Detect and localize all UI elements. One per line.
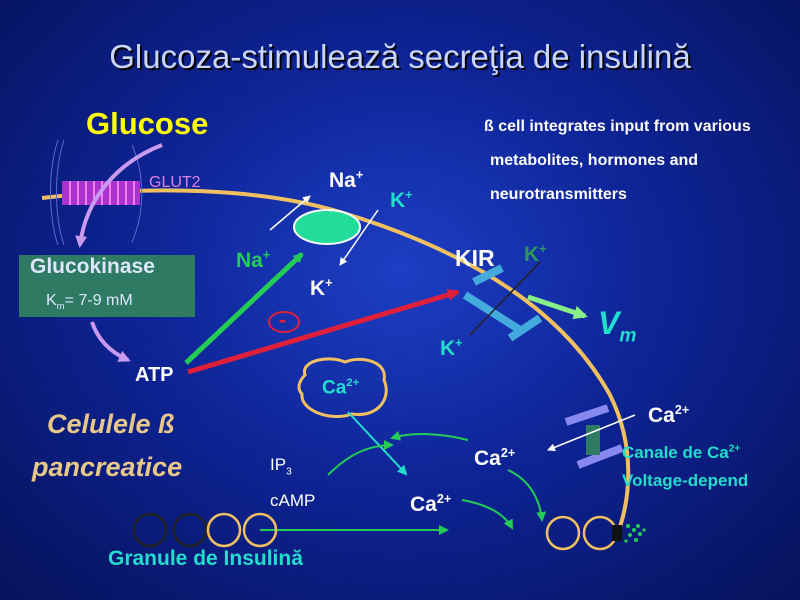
ip3-arrow [327, 440, 394, 476]
na-top-label: Na+ [329, 168, 363, 193]
ca-cytosol-arrow [390, 430, 469, 441]
kir-k-bottom-symbol: K [440, 337, 456, 360]
ca-channel-label-prefix: Canale de Ca [622, 443, 729, 462]
ca-bottom-symbol: Ca [410, 493, 437, 516]
na-efflux-arrow [269, 195, 311, 231]
insulin-granule [545, 515, 581, 551]
insulin-granule [132, 512, 168, 548]
insulin-granule [206, 512, 242, 548]
ca-channel-icon [564, 404, 624, 469]
k-influx-arrow [339, 209, 379, 266]
kir-k-bottom-charge: + [455, 336, 463, 350]
ca-channel-label-line-1: Canale de Ca2+ [622, 443, 740, 463]
ca-store-symbol: Ca [322, 377, 347, 399]
na-left-charge: + [262, 248, 271, 262]
na-k-pump-icon [293, 209, 361, 245]
glucokinase-to-atp-arrow [90, 321, 131, 362]
ca-channel-ion-symbol: Ca [648, 404, 675, 427]
ca-channel-label-charge: 2+ [728, 443, 741, 455]
k-top-label: K+ [390, 188, 413, 213]
insulin-granule [242, 512, 278, 548]
km-subscript: m [56, 301, 65, 313]
k-bottom-charge: + [325, 276, 333, 290]
ip3-label: IP3 [270, 455, 292, 477]
glut2-label: GLUT2 [149, 174, 201, 191]
description-line-2: metabolites, hormones and [490, 152, 699, 169]
k-bottom-symbol: K [310, 277, 326, 300]
ca-channel-label-line-2: Voltage-depend [622, 471, 749, 490]
atp-inhibits-kir-arrow [187, 289, 460, 375]
inhibition-sign-icon [268, 311, 300, 333]
description-line-3: neurotransmitters [490, 186, 627, 203]
ca-right-charge: 2+ [500, 446, 516, 460]
ca-right-symbol: Ca [474, 447, 501, 470]
slide-title: Glucoza-stimulează secreţia de insulină [109, 38, 691, 75]
ca-to-granule-arrow [507, 469, 547, 522]
ca-channel-ion-label: Ca2+ [648, 403, 689, 428]
store-ca-release-arrow [347, 411, 408, 476]
description-line-1: ß cell integrates input from various [484, 118, 751, 135]
ca-store-charge: 2+ [346, 377, 360, 389]
inhibition-sign-label: - [279, 307, 287, 332]
cell-label-line-1: Celulele ß [47, 409, 175, 439]
ip3-subscript: 3 [286, 466, 292, 478]
ca-right-label: Ca2+ [474, 446, 515, 471]
glucose-uptake-arrow [75, 143, 163, 248]
na-top-charge: + [355, 168, 364, 182]
vm-subscript: m [619, 325, 637, 347]
kir-k-top-label: K+ [524, 242, 547, 267]
vm-symbol: V [598, 305, 620, 341]
ca-bottom-to-granule-arrow [461, 499, 513, 530]
na-left-symbol: Na [236, 249, 263, 272]
calcium-store-icon [297, 357, 388, 419]
membrane-potential-label: Vm [598, 305, 636, 347]
kir-k-efflux-line [469, 261, 541, 336]
glucokinase-km: Km= 7-9 mM [46, 292, 133, 312]
ca-bottom-charge: 2+ [436, 492, 452, 506]
insulin-granules-label: Granule de Insulină [108, 547, 303, 570]
glucose-label: Glucose [86, 106, 209, 141]
glut2-transporter-icon [50, 139, 143, 246]
ip3-symbol: IP [270, 455, 287, 474]
km-symbol: K [46, 292, 57, 309]
km-value: = 7-9 mM [64, 292, 133, 309]
glucokinase-label: Glucokinase [30, 255, 155, 278]
ca-influx-arrow [547, 414, 636, 452]
cell-label-line-2: pancreatice [32, 452, 183, 482]
exocytosis-pore [612, 525, 622, 541]
kir-label: KIR [455, 245, 495, 271]
kir-k-top-symbol: K [524, 243, 540, 266]
ca-bottom-label: Ca2+ [410, 492, 451, 517]
ca-channel-ion-charge: 2+ [674, 403, 690, 417]
glucokinase-box [19, 255, 195, 317]
cell-membrane [41, 188, 631, 541]
k-top-symbol: K [390, 189, 406, 212]
na-left-label: Na+ [236, 248, 270, 273]
k-top-charge: + [405, 188, 413, 202]
k-bottom-label: K+ [310, 276, 333, 301]
insulin-granule [172, 512, 208, 548]
kir-k-bottom-label: K+ [440, 336, 463, 361]
na-top-symbol: Na [329, 169, 356, 192]
insulin-granules [132, 512, 618, 551]
ca-store-label: Ca2+ [322, 377, 359, 399]
insulin-release-dots-icon [624, 524, 646, 543]
camp-label: cAMP [270, 491, 316, 510]
atp-label: ATP [135, 364, 174, 386]
kir-k-top-charge: + [539, 242, 547, 256]
vm-depolarization-arrow [527, 294, 588, 320]
insulin-granule [582, 515, 618, 551]
atp-activates-pump-arrow [184, 252, 304, 365]
